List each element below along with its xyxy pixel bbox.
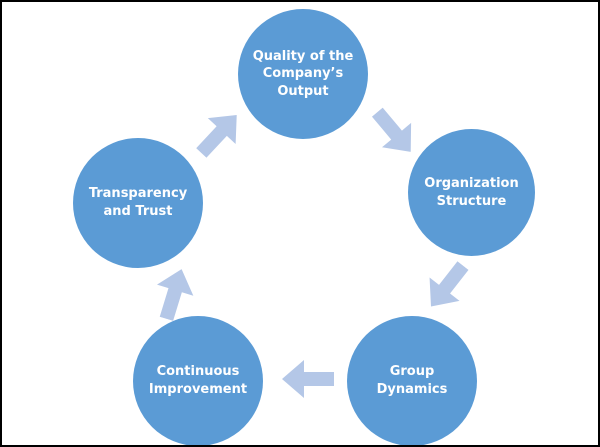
arrow-shape bbox=[196, 114, 237, 158]
block-arrow-icon-left-to-top bbox=[196, 114, 237, 158]
cycle-node-quality-of-the-companys-output: Quality of the Company’s Output bbox=[238, 9, 368, 139]
cycle-node-transparency-and-trust: Transparency and Trust bbox=[73, 138, 203, 268]
cycle-node-organization-structure: Organization Structure bbox=[408, 129, 535, 256]
node-label: Organization Structure bbox=[424, 175, 519, 209]
block-arrow-icon-bottom-left-to-left bbox=[156, 269, 194, 321]
node-label: Continuous Improvement bbox=[148, 364, 248, 397]
arrow-shape bbox=[371, 107, 412, 152]
block-arrow-icon-right-to-bottom-right bbox=[429, 261, 469, 307]
block-arrow-icon-top-to-right bbox=[371, 107, 412, 152]
node-label: Group Dynamics bbox=[376, 364, 448, 397]
node-label: Transparency and Trust bbox=[88, 186, 188, 219]
arrow-shape bbox=[156, 269, 194, 321]
cycle-node-continuous-improvement: Continuous Improvement bbox=[133, 316, 263, 445]
arrow-shape bbox=[429, 261, 469, 307]
block-arrow-icon-bottom-right-to-bottom-left bbox=[282, 360, 334, 398]
node-label: Quality of the Company’s Output bbox=[252, 48, 354, 99]
arrow-shape bbox=[282, 360, 334, 398]
cycle-node-group-dynamics: Group Dynamics bbox=[347, 316, 477, 445]
